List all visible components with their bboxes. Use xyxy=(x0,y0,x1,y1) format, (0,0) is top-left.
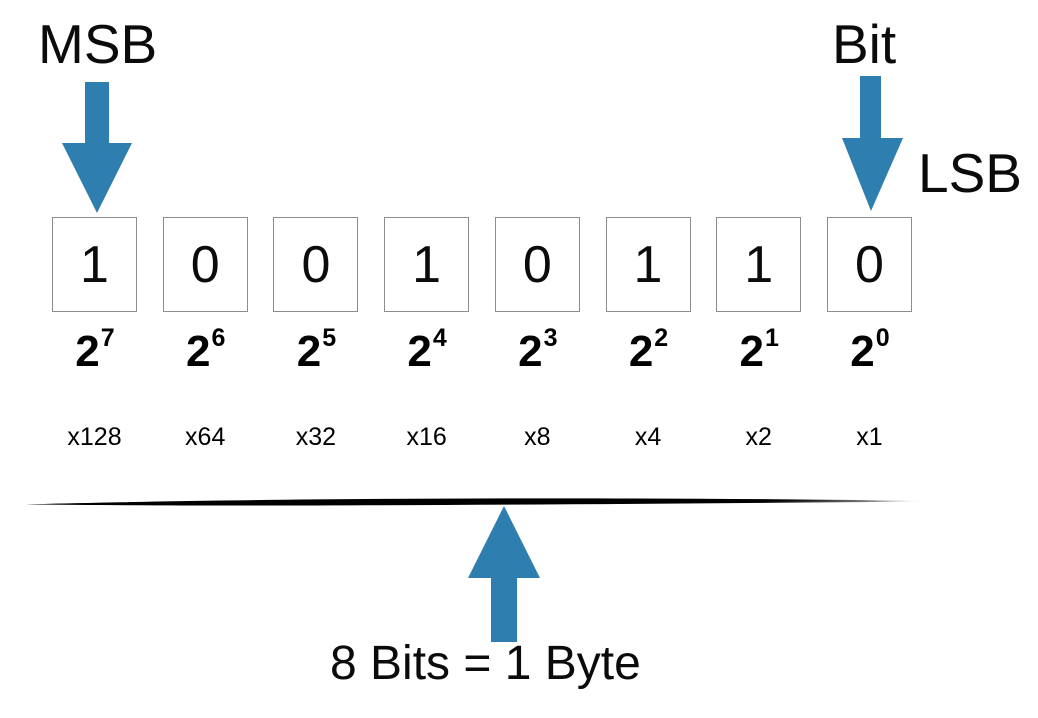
bit-label: Bit xyxy=(832,13,897,75)
bit-box[interactable]: 1 xyxy=(384,217,470,312)
bit-box[interactable]: 1 xyxy=(716,217,802,312)
arrow-down-icon xyxy=(838,76,908,212)
power-base: 2 xyxy=(186,327,211,376)
bit-box[interactable]: 0 xyxy=(494,217,580,312)
power-exponent: 5 xyxy=(322,324,337,352)
multiplier-label: x128 xyxy=(67,422,122,451)
power-exponent: 6 xyxy=(211,324,226,352)
multiplier-label: x32 xyxy=(295,422,337,451)
multiplier-label: x1 xyxy=(856,422,883,451)
bit-box[interactable]: 0 xyxy=(826,217,912,312)
arrow-up-icon xyxy=(462,506,552,642)
multiplier-label: x4 xyxy=(634,422,662,451)
caption-label: 8 Bits = 1 Byte xyxy=(330,637,641,690)
power-exponent: 0 xyxy=(875,324,890,352)
power-exponent: 4 xyxy=(432,324,447,352)
power-base: 2 xyxy=(75,327,100,376)
power-exponent: 7 xyxy=(100,324,115,352)
bit-box[interactable]: 1 xyxy=(605,217,691,312)
power-exponent: 2 xyxy=(654,324,669,352)
bit-box[interactable]: 0 xyxy=(273,217,359,312)
multiplier-label: x2 xyxy=(745,422,772,451)
lsb-label: LSB xyxy=(918,142,1022,204)
multiplier-label: x16 xyxy=(406,422,447,451)
tapered-underline-icon xyxy=(20,486,940,520)
multiplier-row: x128 x64 x32 x16 x8 x4 x2 x1 xyxy=(52,421,912,453)
multiplier-label: x8 xyxy=(524,422,551,451)
msb-label: MSB xyxy=(38,13,158,75)
power-exponent: 1 xyxy=(765,324,779,352)
power-base: 2 xyxy=(628,327,654,376)
multiplier-label: x64 xyxy=(185,422,226,451)
power-base: 2 xyxy=(739,327,764,376)
power-base: 2 xyxy=(850,327,875,376)
power-exponent: 3 xyxy=(543,324,558,352)
power-base: 2 xyxy=(296,327,322,376)
arrow-down-icon xyxy=(56,82,142,214)
bit-box[interactable]: 0 xyxy=(162,217,248,312)
power-base: 2 xyxy=(518,327,543,376)
power-base: 2 xyxy=(407,327,432,376)
bit-box[interactable]: 1 xyxy=(52,217,137,312)
bit-boxes-row: 1 0 0 1 0 1 1 0 xyxy=(52,217,912,312)
